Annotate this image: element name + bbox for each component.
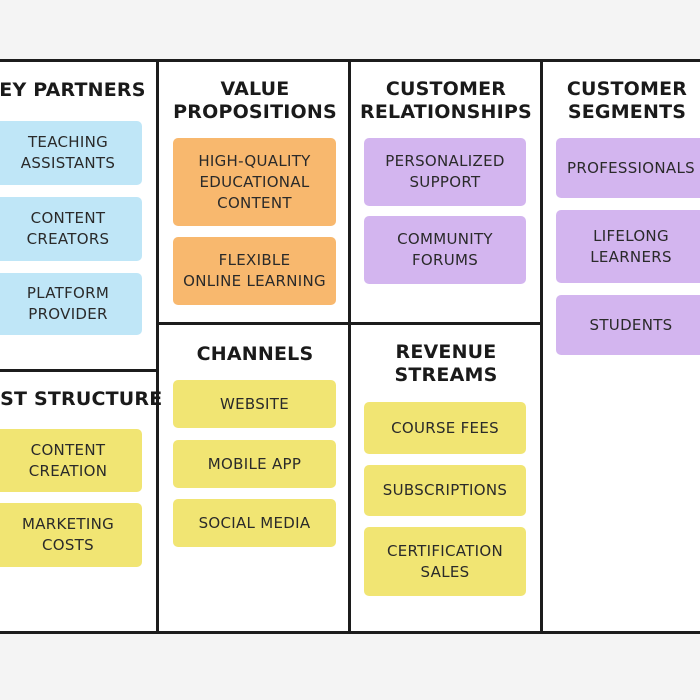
section-title-revenue-streams: REVENUE STREAMS [394,341,498,386]
note-high-quality-content[interactable]: HIGH-QUALITY EDUCATIONAL CONTENT [173,138,336,226]
note-social-media[interactable]: SOCIAL MEDIA [173,499,336,547]
note-personalized-support[interactable]: PERSONALIZED SUPPORT [364,138,526,206]
grid-line-middle-split [158,322,542,325]
note-lifelong-learners[interactable]: LIFELONG LEARNERS [556,210,700,283]
note-website[interactable]: WEBSITE [173,380,336,428]
note-teaching-assistants[interactable]: TEACHING ASSISTANTS [0,121,142,185]
note-content-creators[interactable]: CONTENT CREATORS [0,197,142,261]
grid-line-v3 [540,59,543,634]
note-marketing-costs[interactable]: MARKETING COSTS [0,503,142,567]
note-certification-sales[interactable]: CERTIFICATION SALES [364,527,526,596]
note-flexible-online-learning[interactable]: FLEXIBLE ONLINE LEARNING [173,237,336,305]
grid-line-v1 [156,59,159,634]
note-platform-provider[interactable]: PLATFORM PROVIDER [0,273,142,335]
section-title-channels: CHANNELS [196,343,314,365]
note-mobile-app[interactable]: MOBILE APP [173,440,336,488]
note-community-forums[interactable]: COMMUNITY FORUMS [364,216,526,284]
section-title-cost-structure: COST STRUCTURE [0,388,163,410]
section-title-customer-segments: CUSTOMER SEGMENTS [566,78,688,123]
section-title-key-partners: KEY PARTNERS [0,79,146,101]
grid-line-v2 [348,59,351,634]
grid-line-left-split [0,369,158,372]
note-students[interactable]: STUDENTS [556,295,700,355]
note-content-creation[interactable]: CONTENT CREATION [0,429,142,492]
note-professionals[interactable]: PROFESSIONALS [556,138,700,198]
section-title-customer-relationships: CUSTOMER RELATIONSHIPS [360,78,532,123]
section-title-value-propositions: VALUE PROPOSITIONS [173,78,337,123]
note-subscriptions[interactable]: SUBSCRIPTIONS [364,465,526,516]
note-course-fees[interactable]: COURSE FEES [364,402,526,454]
